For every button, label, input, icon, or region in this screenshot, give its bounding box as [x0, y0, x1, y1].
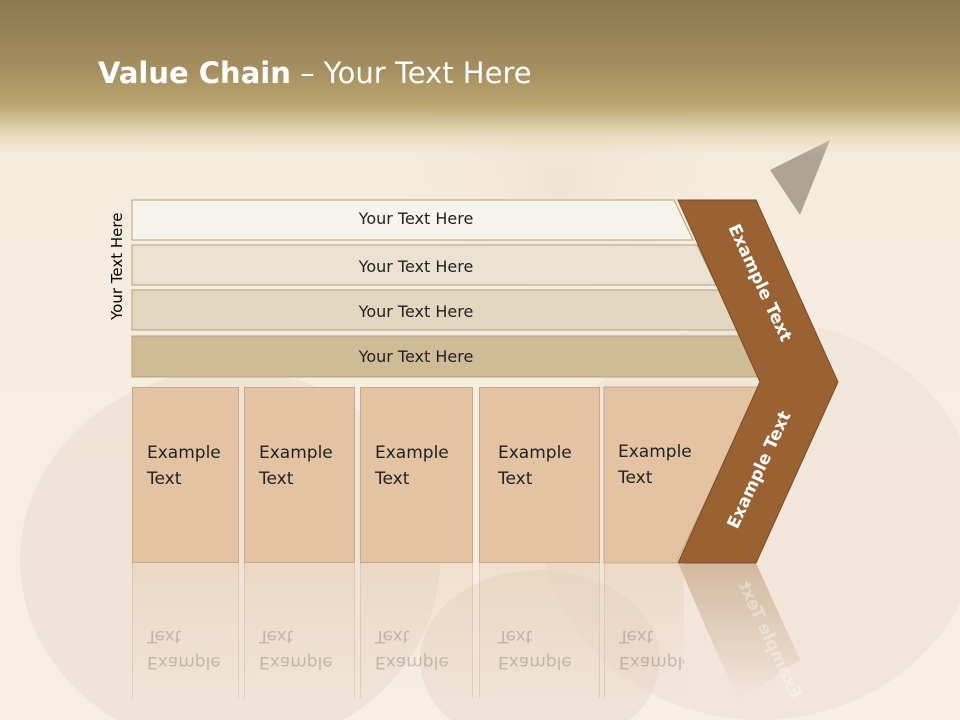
row-label-1: Your Text Here [358, 209, 474, 228]
box-2-line1: Example [259, 443, 333, 463]
refl-5-line2: Text [619, 626, 654, 646]
reflection-box-3: Example Text [360, 563, 473, 698]
box-1-line1: Example [147, 443, 221, 463]
reflection-box-5: Example Text [604, 563, 684, 698]
refl-2-line2: Text [259, 626, 294, 646]
box-2-line2: Text [259, 469, 294, 489]
arrow-reflection [678, 563, 800, 700]
refl-2-line1: Example [259, 652, 333, 672]
box-5-line1: Example [618, 442, 692, 462]
title-bold: Value Chain [98, 56, 291, 90]
reflection-box-4: Example Text [479, 563, 600, 698]
box-5-line2: Text [618, 468, 653, 488]
support-row-1 [131, 199, 694, 241]
box-3-line2: Text [375, 469, 410, 489]
row-label-3: Your Text Here [358, 302, 474, 321]
box-1-line2: Text [147, 469, 182, 489]
reflection-box-2: Example Text [244, 563, 355, 698]
refl-4-line1: Example [498, 652, 572, 672]
title-band [0, 0, 960, 155]
refl-1-line2: Text [147, 626, 182, 646]
box-4-line1: Example [498, 443, 572, 463]
box-3-line1: Example [375, 443, 449, 463]
refl-5-line1: Example [619, 652, 684, 672]
refl-3-line2: Text [375, 626, 410, 646]
slide-title: Value Chain – Your Text Here [98, 56, 532, 90]
row-label-2: Your Text Here [358, 257, 474, 276]
primary-box-5 [603, 386, 761, 564]
row-label-4: Your Text Here [358, 347, 474, 366]
refl-4-line2: Text [498, 626, 533, 646]
reflection-box-1: Example Text [132, 563, 239, 698]
refl-3-line1: Example [375, 652, 449, 672]
title-rest: – Your Text Here [290, 56, 532, 90]
box-4-line2: Text [498, 469, 533, 489]
refl-1-line1: Example [147, 652, 221, 672]
